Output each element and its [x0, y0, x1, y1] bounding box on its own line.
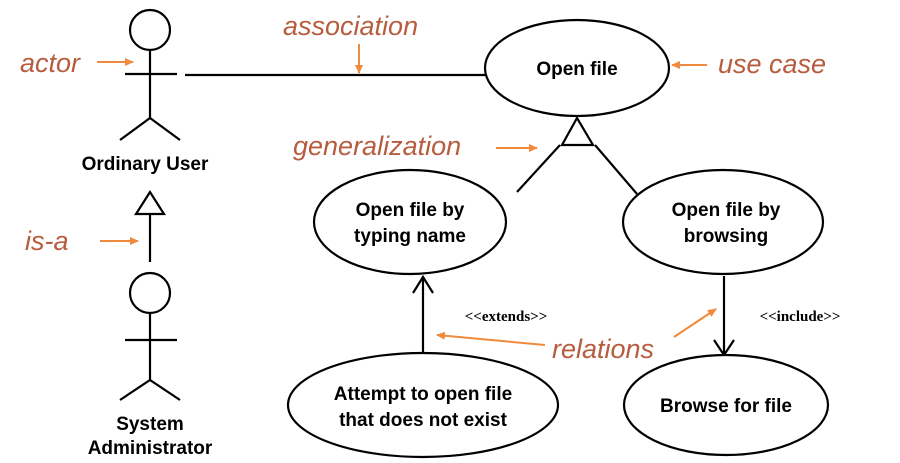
- ordinary-user-actor: [119, 8, 181, 141]
- annotation-generalization: generalization: [293, 131, 461, 161]
- use-case-open-by-browsing-line2: browsing: [684, 226, 768, 247]
- use-case-browse-for-file-label: Browse for file: [660, 396, 792, 417]
- annotation-relations-arrow-include: [673, 308, 717, 338]
- use-case-attempt-open: [286, 351, 560, 459]
- use-case-attempt-open-line1: Attempt to open file: [334, 384, 512, 405]
- include-relation: [713, 276, 735, 357]
- annotation-relations: relations: [552, 334, 654, 364]
- system-admin-label-line2: Administrator: [88, 438, 213, 459]
- annotation-actor: actor: [20, 48, 81, 78]
- system-admin-actor: [119, 271, 181, 401]
- use-case-browse-for-file: [622, 353, 830, 457]
- annotation-is-a: is-a: [25, 226, 69, 256]
- use-case-attempt-open-line2: that does not exist: [339, 410, 508, 431]
- use-case-open-by-typing: [312, 168, 508, 276]
- use-case-open-by-typing-line2: typing name: [354, 226, 466, 247]
- use-case-open-file-label: Open file: [536, 59, 617, 80]
- annotation-use-case: use case: [718, 49, 826, 79]
- extends-relation: [412, 274, 434, 354]
- actor-generalization: [133, 189, 167, 262]
- system-admin-label-line1: System: [116, 414, 184, 435]
- use-case-open-by-browsing: [621, 168, 825, 276]
- ordinary-user-label: Ordinary User: [82, 154, 209, 175]
- include-stereotype: <<include>>: [760, 309, 841, 325]
- annotation-relations-arrow-extends: [436, 331, 546, 346]
- use-case-open-by-browsing-line1: Open file by: [672, 200, 781, 221]
- annotation-association: association: [283, 11, 418, 41]
- use-case-open-by-typing-line1: Open file by: [356, 200, 465, 221]
- extends-stereotype: <<extends>>: [465, 309, 548, 325]
- use-case-generalization: [516, 115, 638, 195]
